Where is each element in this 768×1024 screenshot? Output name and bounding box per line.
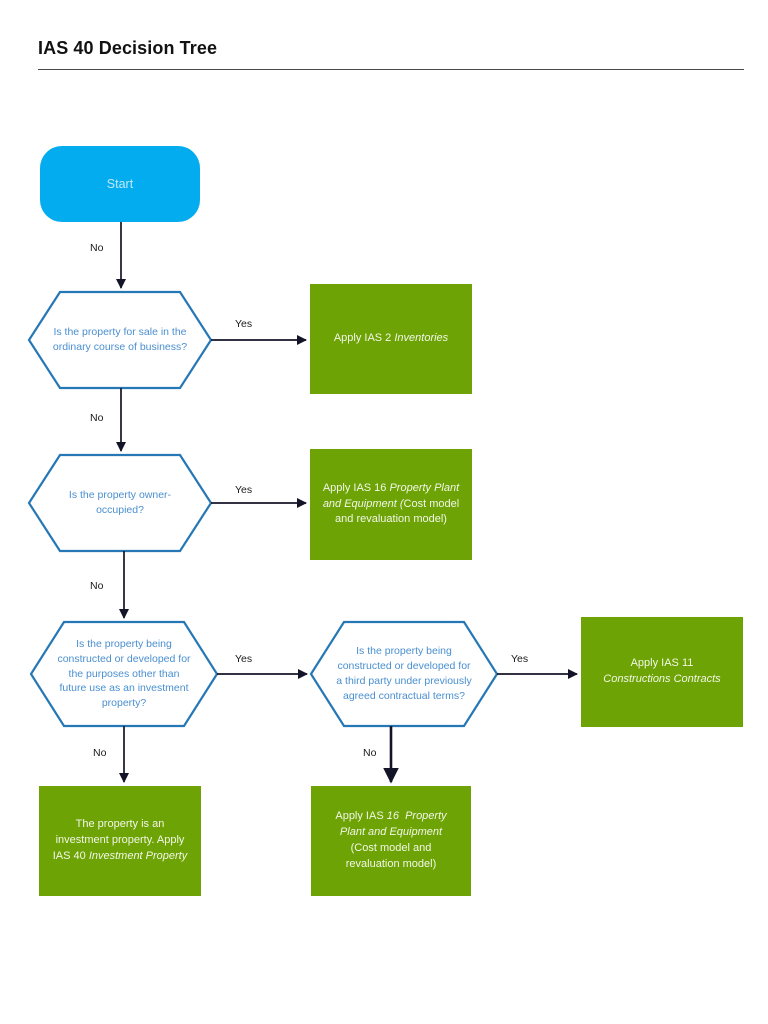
process-node-ias40-label: The property is an investment property. … — [52, 818, 188, 862]
start-node[interactable]: Start — [40, 146, 200, 222]
title-divider — [38, 68, 744, 70]
edge-label-d3-to-p4: No — [93, 747, 107, 759]
edge-label-d1-to-p1: Yes — [235, 318, 253, 330]
document-header: IAS 40 Decision Tree — [38, 38, 744, 70]
edge-label-d3-to-d4: Yes — [235, 653, 253, 665]
process-node-ias16-third-party[interactable]: Apply IAS 16 Property Plant and Equipmen… — [311, 786, 471, 896]
process-node-ias16-owner-occupied[interactable]: Apply IAS 16 Property Plant and Equipmen… — [310, 449, 472, 560]
process-node-ias2-label: Apply IAS 2 Inventories — [333, 332, 449, 345]
edge-label-d4-to-p5: No — [363, 747, 377, 759]
decision-shape-d1[interactable] — [27, 290, 213, 390]
edge-label-d2-to-p2: Yes — [235, 484, 253, 496]
edge-label-d2-to-d3: No — [90, 580, 104, 592]
decision-shape-d3[interactable] — [29, 620, 219, 728]
edge-label-d4-to-p3: Yes — [511, 653, 529, 665]
edge-label-d1-to-d2: No — [90, 412, 104, 424]
decision-shape-d2[interactable] — [27, 453, 213, 553]
process-node-ias16-third-party-label: Apply IAS 16 Property Plant and Equipmen… — [335, 810, 447, 870]
decision-shape-d4[interactable] — [309, 620, 499, 728]
page-title: IAS 40 Decision Tree — [38, 38, 218, 58]
start-node-label: Start — [106, 177, 134, 191]
process-node-ias2[interactable]: Apply IAS 2 Inventories — [310, 284, 472, 394]
edge-label-start-to-d1: No — [90, 242, 104, 254]
process-node-ias40[interactable]: The property is an investment property. … — [39, 786, 201, 896]
process-node-ias16-owner-occupied-label: Apply IAS 16 Property Plant and Equipmen… — [322, 481, 460, 526]
